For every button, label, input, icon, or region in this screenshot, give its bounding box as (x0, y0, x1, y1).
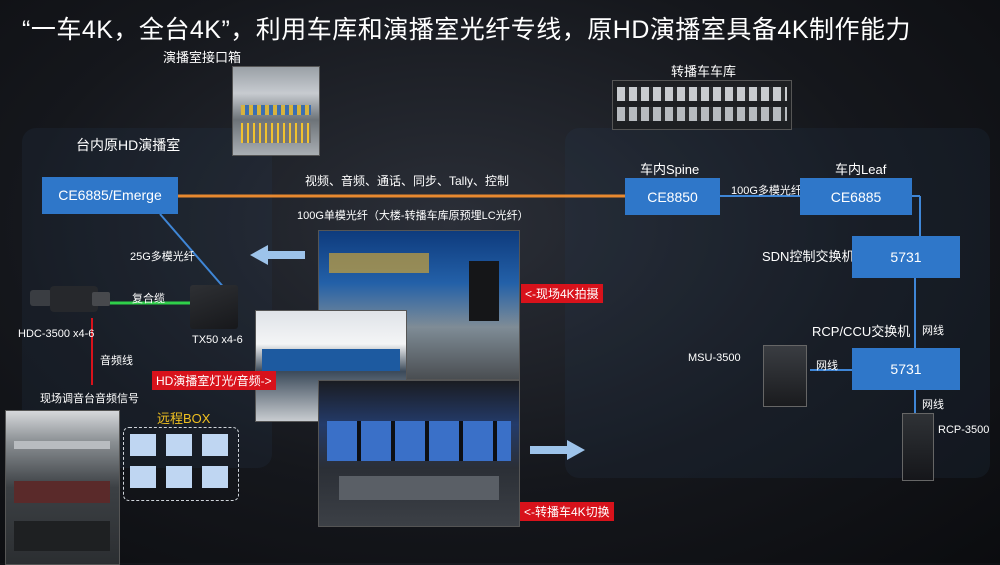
signals-label: 视频、音频、通话、同步、Tally、控制 (305, 174, 510, 188)
audio-cable-label: 音频线 (100, 355, 133, 367)
page-title: “一车4K，全台4K”，利用车库和演播室光纤专线，原HD演播室具备4K制作能力 (22, 16, 911, 44)
remote-box-icon (166, 466, 192, 488)
sdn-switch-label: SDN控制交换机 (762, 249, 855, 264)
spine-label: 车内Spine (640, 162, 700, 177)
fiber-100g-sm-label: 100G单模光纤（大楼-转播车库原预埋LC光纤） (297, 210, 529, 222)
rcp3500-label: RCP-3500 (938, 424, 990, 436)
remote-box-group (123, 427, 239, 501)
fiber-100g-mm-label: 100G多模光纤 (731, 185, 802, 197)
remote-box-icon (130, 434, 156, 456)
remote-box-icon (202, 466, 228, 488)
remote-box-icon (130, 466, 156, 488)
right-arrow-icon (530, 440, 585, 460)
leaf-box: CE6885 (800, 178, 912, 215)
studio-interface-box-label: 演播室接口箱 (163, 50, 242, 65)
onsite-audio-label: 现场调音台音频信号 (40, 393, 139, 405)
truck-4k-switch-photo (318, 380, 520, 527)
hdc-camera-icon (30, 282, 110, 318)
remote-box-icon (166, 434, 192, 456)
studio-panel-title: 台内原HD演播室 (76, 137, 181, 153)
rcp-switch-box: 5731 (852, 348, 960, 390)
tx50-icon (190, 285, 238, 329)
network-cable-label-2: 网线 (816, 360, 838, 372)
onsite-4k-tag: <-现场4K拍摄 (521, 284, 603, 303)
spine-box: CE8850 (625, 178, 720, 215)
left-arrow-icon (250, 245, 305, 265)
equipment-rack-photo (5, 410, 120, 565)
ce6885-tx50-line (159, 213, 227, 291)
leaf-label: 车内Leaf (835, 162, 887, 177)
truck-switch-tag: <-转播车4K切换 (520, 502, 614, 521)
remote-box-label: 远程BOX (157, 411, 211, 426)
tx50-label: TX50 x4-6 (192, 334, 243, 346)
msu-label: MSU-3500 (688, 352, 741, 364)
sdn-box: 5731 (852, 236, 960, 278)
network-cable-label-1: 网线 (922, 325, 944, 337)
truck-garage-label: 转播车车库 (671, 64, 737, 79)
rcp-ccu-switch-label: RCP/CCU交换机 (812, 324, 911, 339)
composite-cable-label: 复合缆 (132, 293, 165, 305)
interface-box-photo (232, 66, 320, 156)
hdc-camera-label: HDC-3500 x4-6 (18, 328, 95, 340)
network-cable-label-3: 网线 (922, 399, 944, 411)
hd-studio-tag: HD演播室灯光/音频-> (152, 371, 276, 390)
truck-garage-photo (612, 80, 792, 130)
remote-box-icon (202, 434, 228, 456)
msu-device-icon (763, 345, 807, 407)
ce6885-emerge-box: CE6885/Emerge (42, 177, 178, 214)
fiber-25g-label: 25G多模光纤 (130, 251, 195, 263)
rcp3500-device-icon (902, 413, 934, 481)
